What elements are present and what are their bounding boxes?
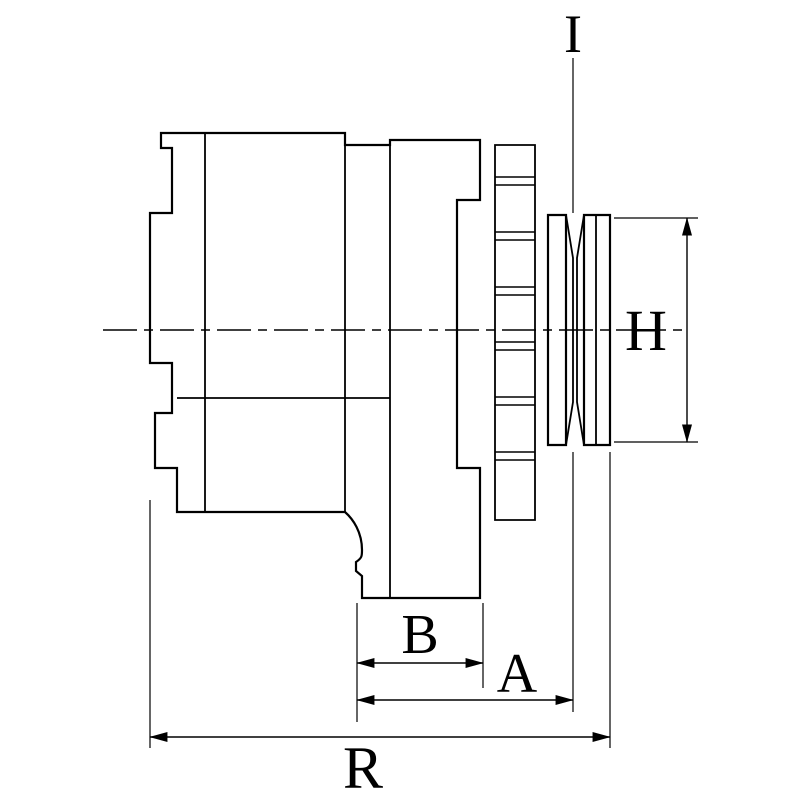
dimension-label-r: R — [343, 735, 383, 800]
drawing-strokes — [103, 58, 698, 748]
dimension-label-i: I — [564, 4, 582, 64]
dimension-label-h: H — [625, 298, 667, 363]
dimension-label-b: B — [401, 604, 438, 666]
cooling-fan-blade-lines — [495, 176, 535, 461]
dimension-label-a: A — [497, 643, 538, 705]
dimension-r-extension-lines — [149, 452, 611, 748]
pulley-right-flange — [582, 213, 612, 447]
cooling-fan-outline — [494, 144, 536, 521]
pulley-v-groove — [565, 214, 585, 446]
alternator-body-outline — [148, 131, 482, 600]
dimension-labels: I H B A R — [343, 4, 667, 800]
